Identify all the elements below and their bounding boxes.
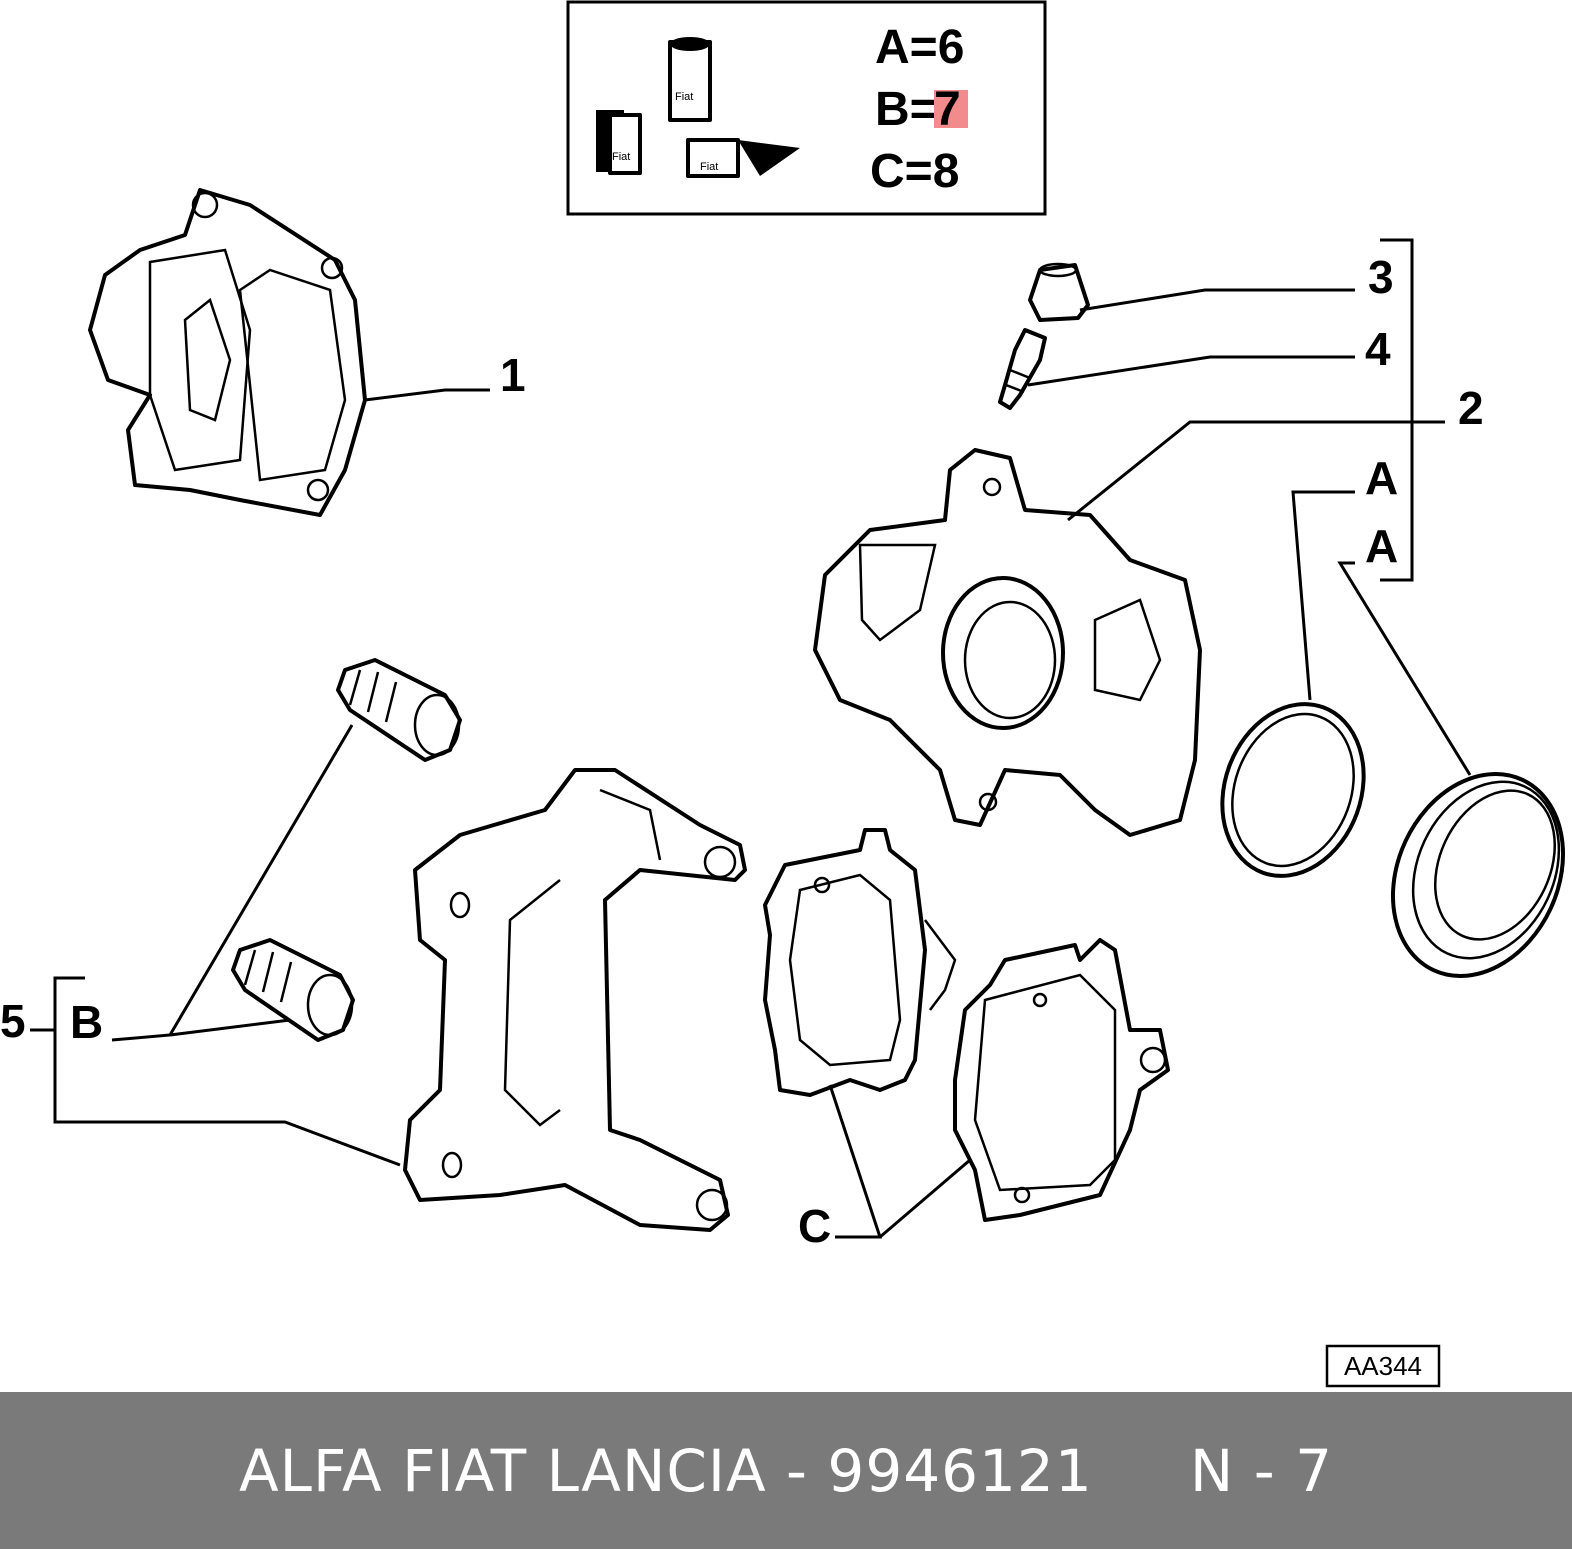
brand-text-1: Fiat bbox=[612, 151, 630, 163]
lubricant-legend: Fiat Fiat Fiat A=6 B= 7 C=8 bbox=[566, 0, 1047, 216]
part-b-guide-boot-lower bbox=[231, 938, 355, 1042]
callout-4: 4 bbox=[1365, 323, 1391, 375]
callout-1: 1 bbox=[500, 349, 526, 401]
drawing-code-box: AA344 bbox=[1325, 1344, 1441, 1388]
legend-line-a: A=6 bbox=[875, 21, 964, 74]
footer-text: ALFA FIAT LANCIA - 9946121 N - 7 bbox=[238, 1436, 1334, 1505]
part-c-brake-pad-left bbox=[763, 828, 957, 1097]
part-5-caliper-carrier bbox=[403, 768, 747, 1232]
callout-5: 5 bbox=[0, 995, 26, 1047]
callout-a1: A bbox=[1365, 452, 1398, 504]
drawing-code: AA344 bbox=[1344, 1351, 1422, 1381]
lubricant-icon: Fiat Fiat Fiat bbox=[596, 37, 800, 178]
part-c-brake-pad-right bbox=[953, 938, 1170, 1222]
callout-2: 2 bbox=[1458, 382, 1484, 434]
callout-b: B bbox=[70, 996, 103, 1048]
legend-line-c: C=8 bbox=[870, 145, 959, 198]
part-3-bleed-cap bbox=[1028, 262, 1090, 322]
part-b-guide-boot-upper bbox=[336, 658, 462, 762]
brand-text-3: Fiat bbox=[700, 161, 718, 173]
callout-3: 3 bbox=[1368, 251, 1394, 303]
legend-highlight-value: 7 bbox=[934, 83, 961, 136]
part-2-caliper-body bbox=[813, 448, 1202, 837]
part-a-piston-seal bbox=[1220, 702, 1366, 878]
exploded-parts-diagram: Fiat Fiat Fiat A=6 B= 7 C=8 1 3 4 bbox=[0, 0, 1566, 1388]
footer-bar: ALFA FIAT LANCIA - 9946121 N - 7 bbox=[0, 1392, 1572, 1549]
part-4-bleed-screw bbox=[998, 328, 1047, 410]
legend-line-b: B= bbox=[875, 83, 938, 136]
part-a-dust-boot bbox=[1390, 772, 1566, 978]
highlight-mark bbox=[934, 90, 968, 128]
callout-a2: A bbox=[1365, 520, 1398, 572]
part-1-caliper-assembly bbox=[88, 188, 367, 517]
brand-text-2: Fiat bbox=[675, 91, 693, 103]
callout-c: C bbox=[798, 1200, 831, 1252]
